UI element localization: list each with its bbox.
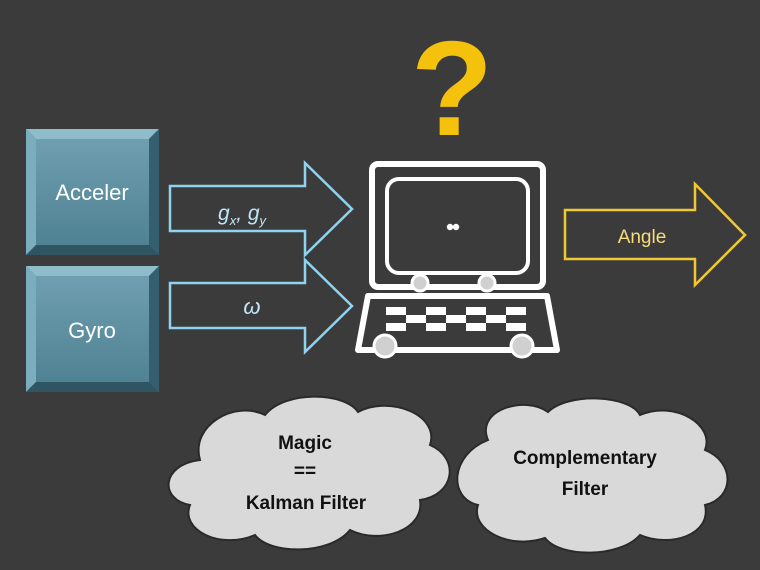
cloud-magic-line3: Kalman Filter <box>246 493 367 514</box>
kalman-filter-cloud: Magic == Kalman Filter <box>167 395 451 551</box>
keyboard-keys <box>386 307 526 331</box>
accelerometer-label: Acceler <box>55 180 128 205</box>
computer-icon <box>355 161 560 359</box>
accel-input-arrow: gx, gy <box>168 160 354 258</box>
gyro-label: Gyro <box>68 318 116 343</box>
accel-signal-g2: g <box>248 202 260 225</box>
accel-signal-sub-y: y <box>259 213 268 228</box>
cloud-complementary-line2: Filter <box>562 479 609 500</box>
question-mark-icon: ? <box>411 13 493 164</box>
accel-signal-label: gx, gy <box>218 202 268 228</box>
gyro-input-arrow: ω <box>168 257 354 355</box>
gyro-box: Gyro <box>26 266 159 392</box>
angle-output-label: Angle <box>618 227 667 248</box>
cloud-complementary-line1: Complementary <box>513 448 657 469</box>
accel-signal-sep: , <box>236 202 248 225</box>
gyro-signal-label: ω <box>243 294 260 319</box>
angle-output-arrow: Angle <box>563 180 747 289</box>
accel-signal-sub-x: x <box>229 213 237 228</box>
accel-signal-g1: g <box>218 202 230 225</box>
accelerometer-box: Acceler <box>26 129 159 255</box>
complementary-filter-cloud: Complementary Filter <box>456 397 729 554</box>
cloud-magic-line2: == <box>294 461 316 482</box>
cloud-magic-line1: Magic <box>278 433 332 454</box>
